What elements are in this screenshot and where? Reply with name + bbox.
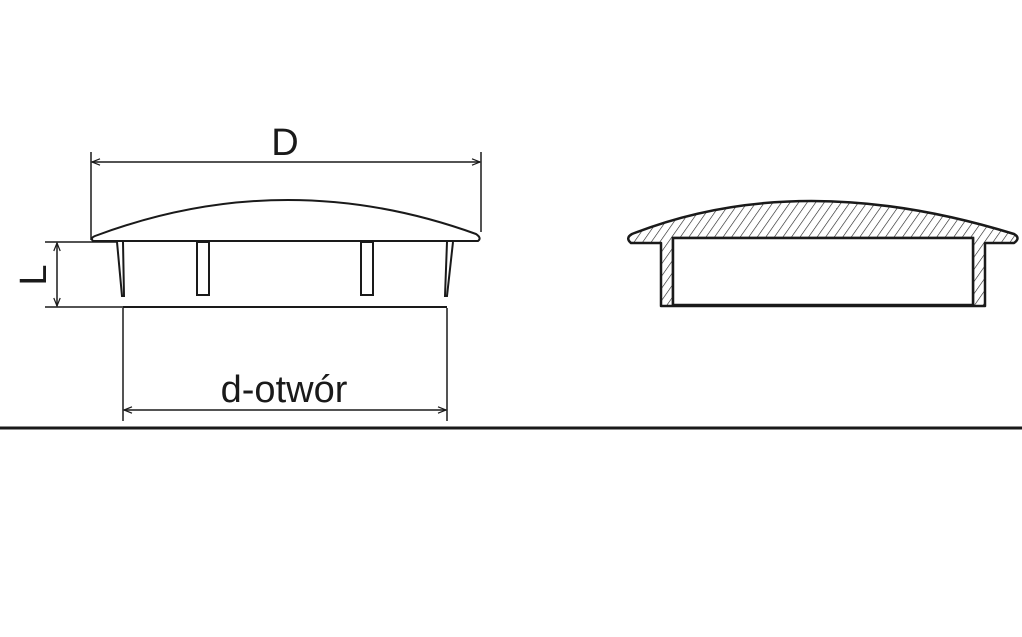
- side-view: [90, 199, 481, 308]
- dimension-D-label: D: [271, 122, 298, 164]
- rib-right: [360, 241, 374, 296]
- dimension-d-label: d-otwór: [221, 369, 348, 411]
- rib-left: [196, 241, 210, 296]
- dimension-L-label: L: [13, 264, 55, 285]
- cross-section-cavity: [671, 236, 975, 307]
- dimension-d: [122, 308, 448, 421]
- left-leg: [116, 241, 126, 297]
- right-leg: [443, 241, 454, 297]
- dimension-L: [45, 241, 123, 308]
- cap-head: [90, 199, 481, 242]
- dimension-D: [90, 152, 482, 240]
